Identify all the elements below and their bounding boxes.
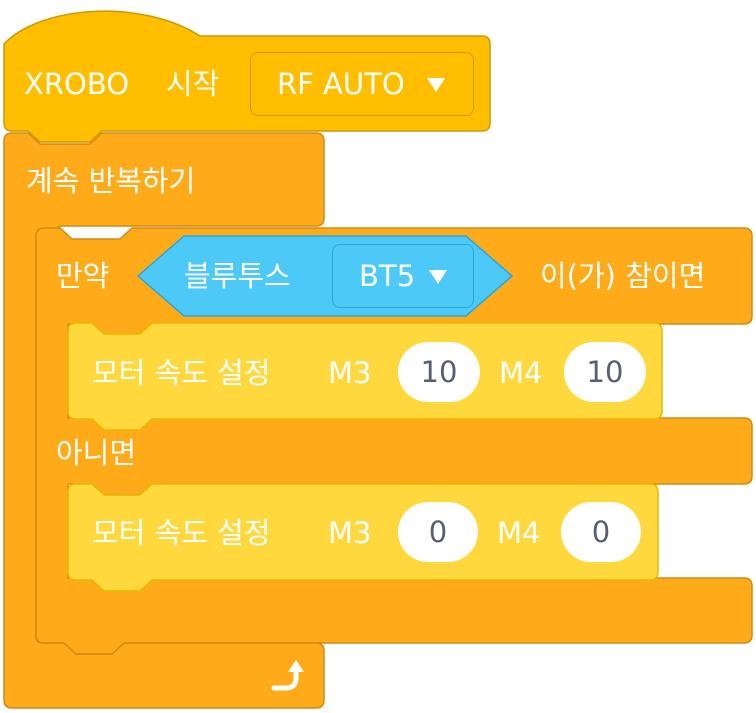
condition-label: 블루투스 [184, 259, 291, 293]
motor-false-m4-label: M4 [497, 516, 541, 550]
motor-false-block-shape[interactable] [67, 483, 659, 592]
motor-false-m3-input[interactable]: 0 [398, 502, 478, 562]
chevron-down-icon [429, 270, 447, 284]
else-label: 아니면 [56, 436, 137, 470]
if-label: 만약 [56, 259, 110, 293]
hat-start-label: 시작 [166, 67, 220, 101]
motor-true-m3-label: M3 [328, 356, 372, 390]
if-else-block-shape[interactable] [35, 227, 753, 655]
motor-true-label: 모터 속도 설정 [92, 356, 271, 390]
hat-title: XROBO [24, 67, 130, 101]
chevron-down-icon [427, 78, 445, 92]
forever-label: 계속 반복하기 [26, 164, 196, 198]
motor-true-m4-input[interactable]: 10 [564, 342, 646, 402]
mode-dropdown-value: RF AUTO [277, 67, 405, 101]
motor-false-m3-label: M3 [328, 516, 372, 550]
mode-dropdown[interactable]: RF AUTO [250, 52, 474, 116]
motor-true-block-shape[interactable] [67, 322, 663, 431]
bt-dropdown-value: BT5 [359, 259, 416, 293]
motor-false-label: 모터 속도 설정 [92, 516, 271, 550]
motor-true-m4-label: M4 [499, 356, 543, 390]
loop-arrow-icon [271, 660, 304, 691]
motor-true-m3-input[interactable]: 10 [398, 342, 480, 402]
bt-dropdown[interactable]: BT5 [332, 244, 474, 308]
then-label: 이(가) 참이면 [540, 259, 706, 293]
motor-false-m4-input[interactable]: 0 [561, 502, 641, 562]
